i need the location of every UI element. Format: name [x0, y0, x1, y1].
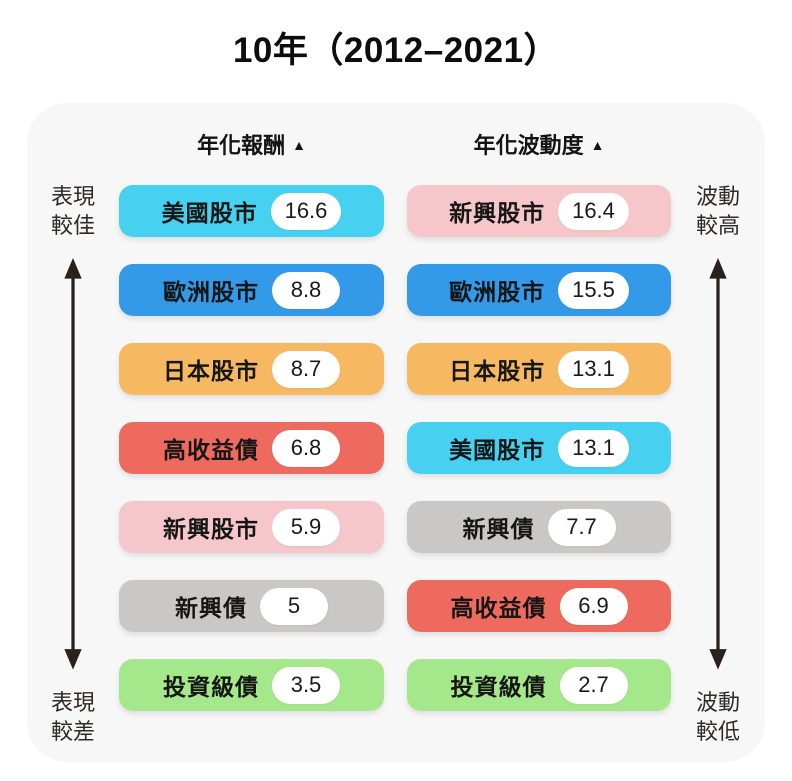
right-axis-top-label: 波動 較高: [695, 183, 740, 238]
asset-bar: 日本股市 13.1: [407, 343, 671, 395]
asset-bar: 日本股市 8.7: [119, 343, 384, 395]
value-pill: 16.4: [558, 192, 629, 230]
value-pill: 5: [260, 587, 328, 625]
asset-label: 歐洲股市: [449, 279, 546, 305]
volatility-bars-list: 新興股市 16.4 歐洲股市 15.5 日本股市 13.1 美國股市 13.1 …: [407, 185, 671, 711]
value-pill: 8.8: [272, 271, 340, 309]
asset-label: 歐洲股市: [163, 279, 259, 305]
value-pill: 2.7: [559, 666, 628, 704]
asset-label: 高收益債: [450, 595, 547, 621]
asset-bar: 新興債 7.7: [407, 501, 671, 553]
asset-label: 日本股市: [163, 358, 259, 384]
asset-label: 新興債: [175, 595, 247, 621]
asset-bar: 新興債 5: [119, 580, 384, 632]
asset-label: 新興債: [462, 516, 535, 542]
volatility-column-header: 年化波動度 ▲: [473, 133, 605, 158]
right-axis: 波動 較高 波動 較低: [671, 183, 765, 744]
asset-label: 高收益債: [163, 437, 259, 463]
asset-label: 日本股市: [449, 358, 546, 384]
asset-bar: 投資級債 2.7: [407, 659, 671, 711]
asset-label: 美國股市: [161, 200, 258, 226]
asset-bar: 歐洲股市 8.8: [119, 264, 384, 316]
left-axis-top-label: 表現 較佳: [50, 183, 95, 238]
value-pill: 8.7: [272, 350, 340, 388]
value-pill: 16.6: [270, 192, 342, 230]
performance-updown-arrow-icon: [60, 258, 86, 670]
sort-ascending-icon: ▲: [590, 137, 605, 153]
value-pill: 6.9: [559, 587, 628, 625]
value-pill: 3.5: [272, 666, 340, 704]
sort-ascending-icon: ▲: [292, 137, 306, 153]
asset-label: 美國股市: [449, 437, 546, 463]
asset-bar: 高收益債 6.9: [407, 580, 671, 632]
asset-label: 新興股市: [163, 516, 259, 542]
asset-bar: 高收益債 6.8: [119, 422, 384, 474]
asset-bar: 美國股市 13.1: [407, 422, 671, 474]
value-pill: 6.8: [272, 429, 340, 467]
value-pill: 13.1: [558, 350, 629, 388]
asset-bar: 新興股市 16.4: [407, 185, 671, 237]
value-pill: 7.7: [547, 508, 616, 546]
asset-label: 投資級債: [450, 674, 547, 700]
ranking-card: 表現 較佳 表現 較差 年化報酬 ▲ 年化波動度 ▲ 美國股市 16.6 歐洲股…: [27, 103, 765, 762]
left-axis: 表現 較佳 表現 較差: [27, 183, 119, 744]
asset-label: 投資級債: [163, 674, 259, 700]
value-pill: 13.1: [558, 429, 629, 467]
value-pill: 5.9: [272, 508, 340, 546]
volatility-updown-arrow-icon: [705, 258, 731, 670]
asset-bar: 美國股市 16.6: [119, 185, 384, 237]
asset-bar: 新興股市 5.9: [119, 501, 384, 553]
right-axis-bottom-label: 波動 較低: [695, 689, 740, 744]
left-axis-bottom-label: 表現 較差: [50, 689, 95, 744]
return-column-header: 年化報酬 ▲: [197, 133, 306, 158]
return-bars-list: 美國股市 16.6 歐洲股市 8.8 日本股市 8.7 高收益債 6.8 新興股…: [119, 185, 384, 711]
page-title: 10年（2012–2021）: [232, 31, 560, 70]
asset-bar: 歐洲股市 15.5: [407, 264, 671, 316]
asset-label: 新興股市: [449, 200, 546, 226]
value-pill: 15.5: [558, 271, 629, 309]
asset-bar: 投資級債 3.5: [119, 659, 384, 711]
